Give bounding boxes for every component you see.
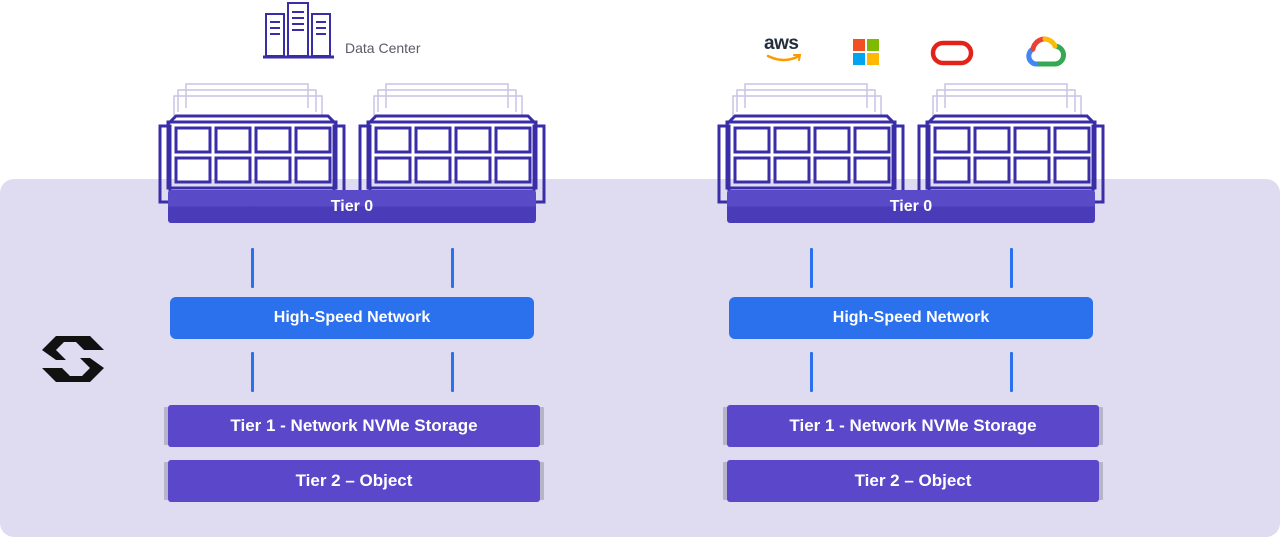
right-connector-bottom-a [810, 352, 813, 392]
left-tier0-bar: Tier 0 [168, 190, 536, 223]
right-network-bar: High-Speed Network [729, 297, 1093, 339]
right-tier1-bar: Tier 1 - Network NVMe Storage [727, 405, 1099, 447]
left-connector-top-a [251, 248, 254, 288]
left-connector-bottom-a [251, 352, 254, 392]
oracle-logo-icon [930, 40, 974, 66]
server-rack-left-2 [358, 83, 546, 204]
left-network-bar: High-Speed Network [170, 297, 534, 339]
right-tier0-bar: Tier 0 [727, 190, 1095, 223]
google-cloud-logo-icon [1026, 36, 1066, 67]
left-tier2-bar: Tier 2 – Object [168, 460, 540, 502]
data-center-label: Data Center [345, 40, 421, 56]
server-rack-right-2 [917, 83, 1105, 204]
aws-logo-icon: aws [764, 34, 804, 64]
right-connector-top-b [1010, 248, 1013, 288]
server-rack-right-1 [717, 83, 905, 204]
right-connector-bottom-b [1010, 352, 1013, 392]
server-rack-icon [263, 2, 334, 59]
right-connector-top-a [810, 248, 813, 288]
left-connector-top-b [451, 248, 454, 288]
brand-logo-icon [42, 336, 104, 382]
left-tier1-bar: Tier 1 - Network NVMe Storage [168, 405, 540, 447]
aws-logo-text: aws [764, 33, 799, 54]
left-connector-bottom-b [451, 352, 454, 392]
server-rack-left-1 [158, 83, 346, 204]
microsoft-logo-icon [853, 39, 879, 65]
right-tier2-bar: Tier 2 – Object [727, 460, 1099, 502]
